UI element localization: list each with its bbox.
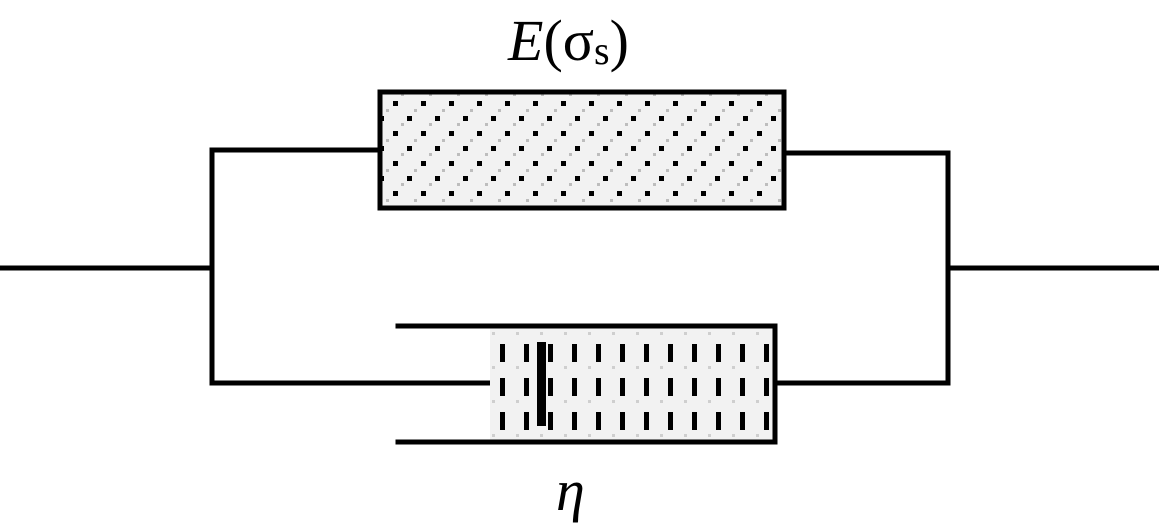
dashpot-piston — [537, 342, 546, 426]
spring-label-open-paren: ( — [543, 8, 563, 73]
spring-element — [377, 89, 787, 211]
spring-modulus-symbol: E — [508, 8, 544, 73]
spring-label-close-paren: ) — [609, 8, 629, 73]
spring-label-subscript: s — [594, 28, 610, 73]
dashpot-fluid — [490, 328, 773, 440]
dashpot-label: η — [556, 458, 585, 523]
spring-label: E(σs) — [508, 12, 629, 73]
spring-label-sigma: σ — [562, 8, 595, 73]
